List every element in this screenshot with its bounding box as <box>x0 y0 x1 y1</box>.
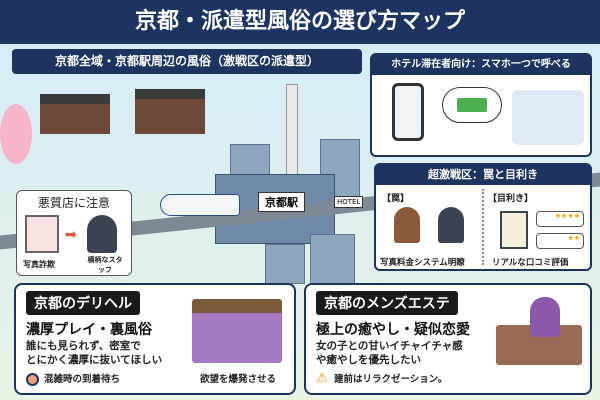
delivery-truck-icon <box>442 87 502 123</box>
deriheru-card: 京都のデリヘル 濃厚プレイ・裏風俗 誰にも見られず、密室で とにかく濃厚に抜いて… <box>14 283 296 395</box>
esthe-heading: 極上の癒やし・疑似恋愛 <box>316 322 470 338</box>
woman-illustration <box>394 207 420 243</box>
staff-illustration <box>438 207 464 243</box>
photo-label: 写真詐欺 <box>23 260 55 269</box>
subtitle-banner: 京都全域・京都駅周辺の風俗（激戦区の派遣型） <box>12 49 362 74</box>
deriheru-caption: 欲望を爆発させる <box>200 374 277 385</box>
deriheru-tag: 京都のデリヘル <box>26 291 140 315</box>
trap-panel-title: 超激戦区：罠と目利き <box>376 165 590 185</box>
esthe-tag: 京都のメンズエステ <box>316 291 458 315</box>
shinkansen <box>160 194 240 216</box>
hotel-panel-title: ホテル滞在者向け：スマホ一つで呼べる <box>372 55 590 75</box>
clipboard-icon <box>500 211 528 249</box>
hotel-panel: ホテル滞在者向け：スマホ一つで呼べる <box>370 53 592 157</box>
clock-icon <box>26 373 39 386</box>
warning-title: 悪質店に注意 <box>37 196 110 210</box>
warning-panel: 悪質店に注意 ➡ 写真詐欺 横柄なスタッフ <box>16 190 132 276</box>
station-label: 京都駅 <box>258 192 305 212</box>
hotel-sign: HOTEL <box>334 196 364 208</box>
deriheru-note: 混雑時の到着待ち <box>44 374 121 385</box>
warning-icon: ⚠ <box>316 371 328 386</box>
deriheru-desc-1: 誰にも見られず、密室で <box>26 340 141 352</box>
cherry-tree <box>0 104 32 164</box>
photo-icon <box>25 215 59 253</box>
temple-illustration <box>135 89 205 134</box>
review-card-icon: ★★ <box>536 233 584 249</box>
building <box>310 234 355 284</box>
building <box>265 244 305 284</box>
check-label: リアルな口コミ評価 <box>492 258 569 268</box>
esthe-desc-2: や癒やしを優先したい <box>316 354 421 366</box>
header-title: 京都・派遣型風俗の選び方マップ <box>0 0 600 44</box>
deriheru-heading: 濃厚プレイ・裏風俗 <box>26 322 152 338</box>
temple-illustration <box>40 94 110 134</box>
review-card-icon: ★★★★ <box>536 211 584 227</box>
bed-illustration <box>192 299 282 363</box>
esthe-desc-1: 女の子との甘いイチャイチャ感 <box>316 340 463 352</box>
esthe-card: 京都のメンズエステ 極上の癒やし・疑似恋愛 女の子との甘いイチャイチャ感 や癒や… <box>304 283 592 395</box>
check-heading: 【目利き】 <box>488 194 534 204</box>
smartphone-icon <box>392 83 424 141</box>
staff-label: 横柄なスタッフ <box>87 256 123 274</box>
esthe-note: 建前はリラクゼーション。 <box>334 374 448 385</box>
divider <box>482 189 484 265</box>
trap-heading: 【罠】 <box>382 194 410 204</box>
man-in-bed-illustration <box>512 90 584 145</box>
arrow-right-icon: ➡ <box>65 227 77 243</box>
staff-illustration <box>87 215 117 253</box>
trap-label: 写真料金システム明瞭 <box>380 258 465 268</box>
therapist-illustration <box>530 297 560 337</box>
trap-panel: 超激戦区：罠と目利き 【罠】 【目利き】 ★★★★ ★★ 写真料金システム明瞭 … <box>374 163 592 271</box>
deriheru-desc-2: とにかく濃厚に抜いてほしい <box>26 354 163 366</box>
